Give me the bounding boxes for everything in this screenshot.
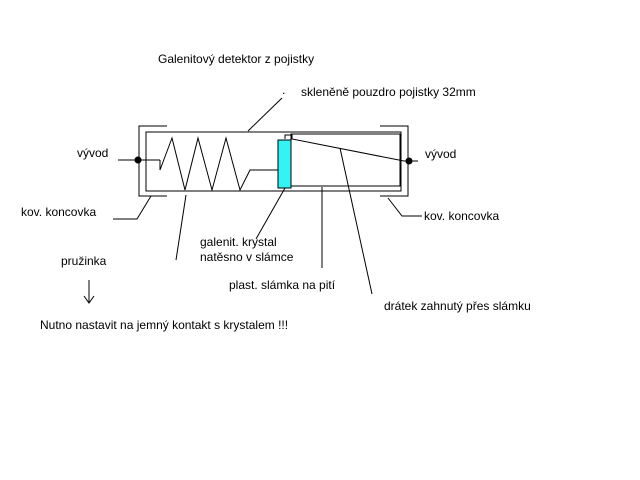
crystal-label-line1: galenit. krystal bbox=[200, 235, 277, 249]
straw-label: plast. slámka na pití bbox=[229, 278, 336, 292]
right-terminal-dot bbox=[405, 157, 413, 165]
lead-right-label: vývod bbox=[425, 147, 457, 161]
leader-crystal bbox=[255, 187, 286, 240]
leader-spring bbox=[175, 194, 187, 261]
glass-tube-dot: . bbox=[282, 83, 286, 97]
leader-wire bbox=[339, 147, 373, 295]
leader-glass-tube bbox=[247, 97, 283, 132]
wire-label: drátek zahnutý přes slámku bbox=[384, 299, 531, 313]
glass-tube bbox=[145, 131, 402, 192]
glass-tube-label: skleněně pouzdro pojistky 32mm bbox=[301, 85, 476, 99]
bent-wire bbox=[284, 134, 405, 162]
leader-endcap-left bbox=[113, 195, 152, 220]
arrow-head bbox=[83, 295, 95, 304]
left-terminal-dot bbox=[134, 156, 142, 164]
spring bbox=[159, 136, 278, 192]
leader-endcap-right bbox=[387, 197, 422, 217]
crystal-label-line2: natěsno v slámce bbox=[200, 250, 294, 264]
endcap-left-label: kov. koncovka bbox=[21, 205, 97, 219]
endcap-right-label: kov. koncovka bbox=[424, 209, 500, 223]
diagram-title: Galenitový detektor z pojistky bbox=[158, 52, 315, 66]
note-text: Nutno nastavit na jemný kontakt s krysta… bbox=[40, 318, 289, 332]
crystal-label: galenit. krystal natěsno v slámce bbox=[200, 235, 293, 265]
spring-label: pružinka bbox=[61, 254, 107, 268]
left-endcap bbox=[138, 125, 167, 197]
lead-left-label: vývod bbox=[77, 146, 109, 160]
galena-crystal bbox=[277, 139, 292, 189]
